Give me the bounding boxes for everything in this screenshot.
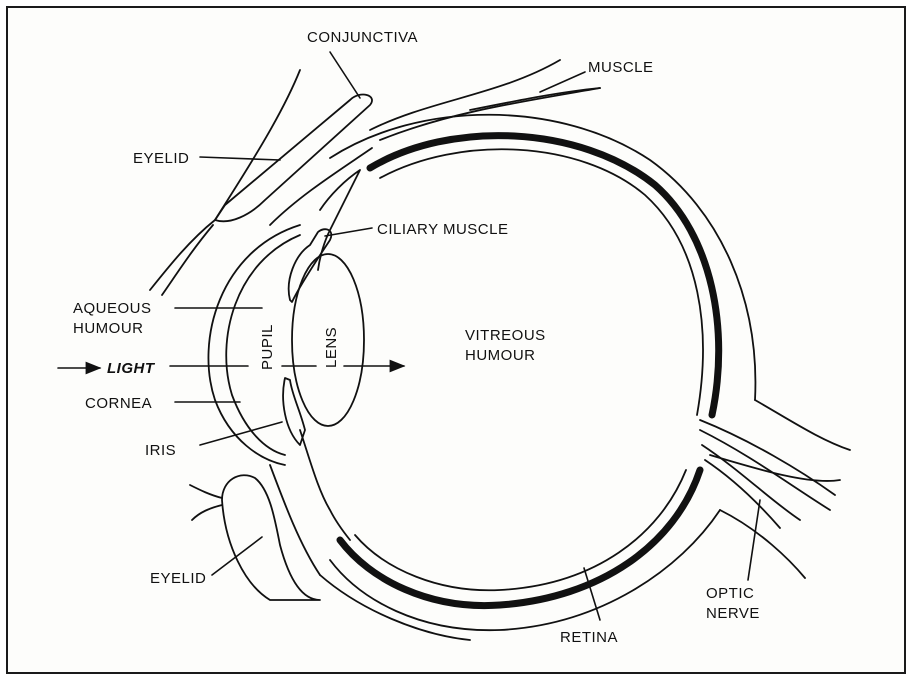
label-aqueous-line2: HUMOUR	[73, 320, 144, 337]
label-light: LIGHT	[107, 360, 156, 377]
label-muscle: MUSCLE	[588, 59, 654, 76]
label-vitreous-line2: HUMOUR	[465, 347, 536, 364]
leader-eyelid-top	[200, 157, 280, 160]
label-eyelid-top: EYELID	[133, 150, 189, 167]
label-eyelid-bottom: EYELID	[150, 570, 206, 587]
eyelid-bottom-shape	[190, 465, 470, 640]
leader-ciliary	[325, 228, 372, 236]
sclera	[330, 115, 755, 630]
label-pupil: PUPIL	[259, 324, 276, 370]
leader-muscle	[540, 72, 585, 92]
label-retina: RETINA	[560, 629, 618, 646]
label-optic-line1: OPTIC	[706, 585, 754, 602]
label-iris: IRIS	[145, 442, 176, 459]
label-vitreous-line1: VITREOUS	[465, 327, 546, 344]
leader-eyelid-bottom	[212, 537, 262, 575]
retina-band	[340, 136, 719, 606]
muscle-structure	[370, 60, 600, 140]
leader-optic-nerve	[748, 500, 760, 580]
label-aqueous-line1: AQUEOUS	[73, 300, 152, 317]
leader-conjunctiva	[330, 52, 360, 98]
label-conjunctiva: CONJUNCTIVA	[307, 29, 418, 46]
optic-nerve	[700, 400, 850, 578]
label-ciliary-muscle: CILIARY MUSCLE	[377, 221, 509, 238]
label-cornea: CORNEA	[85, 395, 152, 412]
label-optic-line2: NERVE	[706, 605, 760, 622]
label-lens: LENS	[323, 327, 340, 368]
